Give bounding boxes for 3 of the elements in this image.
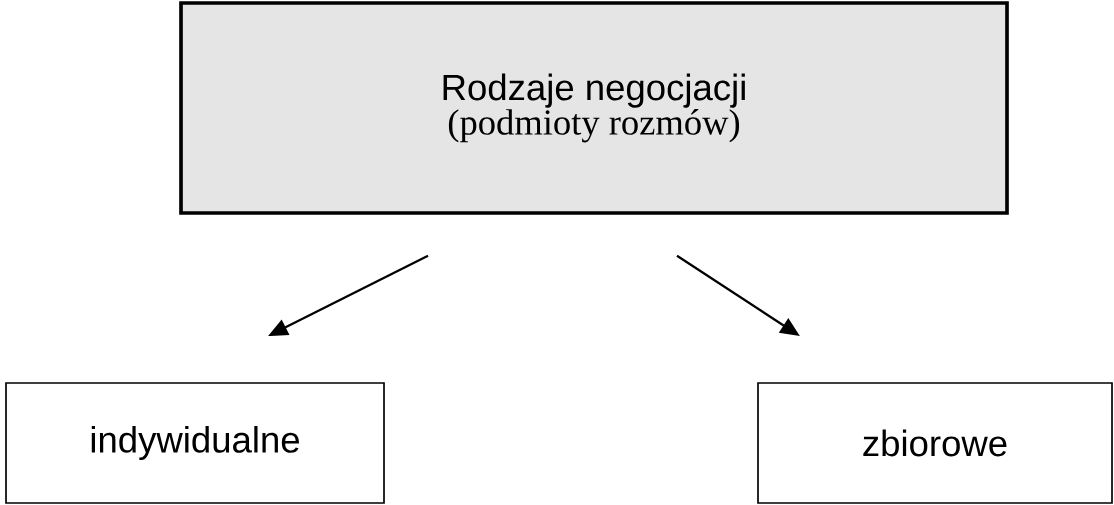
process-box: Rodzaje negocjacji (podmioty rozmów) — [179, 1, 1009, 215]
category-box: indywidualne — [5, 382, 385, 504]
category-box: zbiorowe — [757, 382, 1113, 504]
